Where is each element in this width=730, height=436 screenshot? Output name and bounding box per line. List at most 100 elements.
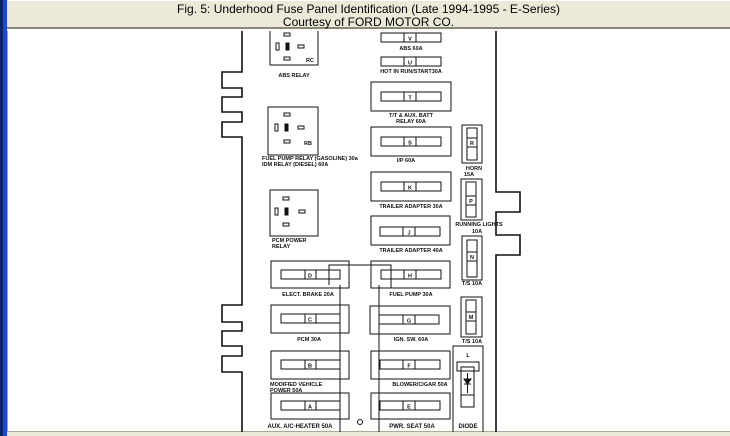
- diagram-label: T/S 10A: [462, 339, 482, 345]
- diagram-shape: [403, 269, 417, 280]
- diagram-shape: [402, 226, 416, 237]
- diagram-label: C: [308, 318, 312, 324]
- diagram-shape: [284, 207, 289, 216]
- diagram-shape: [297, 125, 305, 130]
- fuse-r: R HORN 15A: [461, 124, 483, 178]
- diagram-label: BLOWER/CIGAR 50A: [392, 382, 447, 388]
- diagram-shape: [274, 207, 279, 216]
- diagram-label: D: [308, 274, 312, 280]
- figure-caption: Fig. 5: Underhood Fuse Panel Identificat…: [7, 0, 730, 29]
- abs-relay: RC ABS RELAY: [269, 31, 319, 79]
- diagram-shape: [463, 373, 472, 393]
- diagram-shape: [283, 112, 291, 117]
- diagram-shape: [270, 350, 350, 380]
- diagram-label: 15A: [464, 172, 474, 178]
- diagram-label: K: [408, 186, 412, 192]
- fuse-k: K TRAILER ADAPTER 30A: [370, 171, 452, 210]
- diagram-shape: [270, 392, 350, 420]
- mounting-hole: [357, 419, 363, 425]
- background-window-edge: [0, 0, 3, 436]
- fuse-a: A AUX. A/C-HEATER 50A: [267, 392, 350, 430]
- diagram-shape: [269, 31, 319, 66]
- diagram-label: TRAILER ADAPTER 40A: [379, 248, 442, 254]
- diagram-label: PCM 30A: [297, 337, 321, 343]
- diagram-label: L: [466, 353, 470, 359]
- fuse-d: D ELECT. BRAKE 20A: [270, 260, 350, 298]
- diagram-label: 10A: [472, 229, 482, 235]
- diagram-shape: [403, 32, 417, 43]
- bottom-edge: [7, 431, 730, 436]
- diagram-shape: [370, 215, 451, 246]
- diagram-shape: [304, 269, 317, 280]
- diagram-label: IDM RELAY (DIESEL) 60A: [262, 162, 328, 168]
- diagram-label: F: [407, 364, 411, 370]
- diagram-shape: [284, 123, 289, 132]
- diagram-label: HORN: [466, 166, 482, 172]
- diagram-shape: [460, 178, 483, 221]
- diagram-label: RUNNING LIGHTS: [455, 222, 503, 228]
- fuse-s: S I/P 60A: [370, 126, 452, 164]
- abs-relay-code: RC: [306, 58, 314, 64]
- figure-credit: Courtesy of FORD MOTOR CO.: [282, 15, 455, 29]
- fuse-f: F BLOWER/CIGAR 50A: [370, 350, 451, 388]
- diagram-shape: [304, 359, 317, 370]
- fuse-g: G IGN. SW. 60A: [369, 305, 451, 343]
- fuse-n: N T/S 10A: [461, 235, 483, 287]
- diagram-shape: [304, 313, 317, 324]
- diagram-shape: [466, 251, 478, 262]
- diode-label: DIODE: [458, 424, 477, 430]
- panel-outline-right: [495, 31, 521, 432]
- diagram-label: A: [308, 405, 312, 411]
- diagram-shape: [304, 400, 317, 411]
- diagram-shape: [369, 305, 451, 335]
- diagram-label: IGN. SW. 60A: [394, 337, 429, 343]
- diagram-label: FUEL PUMP RELAY (GASOLINE) 30a: [262, 156, 359, 162]
- diagram-shape: [370, 260, 451, 289]
- diagram-label: TRAILER ADAPTER 30A: [379, 204, 442, 210]
- diagram-label: POWER 50A: [270, 388, 302, 394]
- diagram-shape: [370, 392, 451, 420]
- diagram-shape: [370, 81, 452, 112]
- diagram-shape: [466, 137, 478, 148]
- diagram-shape: [269, 189, 319, 237]
- diagram-shape: RC ABS RELAY V ABS 60A U HOT IN RUN/STAR…: [221, 31, 521, 432]
- diagram-shape: [283, 56, 291, 61]
- diagram-shape: [282, 222, 290, 227]
- diagram-label: E: [407, 405, 411, 411]
- fuse-e-label: PWR. SEAT 50A: [389, 424, 435, 430]
- diagram-label: J: [407, 231, 410, 237]
- diagram-shape: [460, 296, 483, 338]
- window-border: [3, 0, 7, 436]
- diagram-shape: [403, 91, 417, 102]
- wire-overlay: [328, 264, 392, 432]
- fuse-v: V ABS 60A: [380, 32, 442, 52]
- fuse-j: J TRAILER ADAPTER 40A: [370, 215, 451, 254]
- diagram-shape: [402, 400, 416, 411]
- fuse-p: P RUNNING LIGHTS 10A: [455, 178, 503, 235]
- diagram-label: T/S 10A: [462, 281, 482, 287]
- diagram-shape: [456, 361, 480, 372]
- diagram-label: I/P 60A: [397, 158, 415, 164]
- diagram-shape: [274, 123, 279, 132]
- diagram-shape: [283, 32, 291, 37]
- fuel-pump-relay: RB FUEL PUMP RELAY (GASOLINE) 30a IDM RE…: [262, 106, 359, 168]
- diagram-shape: [465, 195, 477, 206]
- fuse-h: H FUEL PUMP 30A: [370, 260, 451, 298]
- fuse-m: M T/S 10A: [460, 296, 483, 345]
- diagram-label: V: [408, 37, 412, 43]
- diagram-label: P: [469, 199, 473, 205]
- diagram-label: RELAY 60A: [396, 119, 426, 125]
- abs-relay-label: ABS RELAY: [278, 73, 310, 79]
- fuse-u-label: HOT IN RUN/START30A: [380, 69, 442, 75]
- diagram-shape: [461, 124, 483, 164]
- diagram-label: U: [408, 61, 412, 67]
- image-viewport: [7, 31, 730, 432]
- diagram-shape: [267, 106, 319, 156]
- diagram-shape: [370, 126, 452, 157]
- diagram-label: H: [408, 274, 412, 280]
- diagram-shape: [285, 42, 290, 51]
- diagram-shape: [403, 136, 417, 147]
- diagram-shape: [402, 359, 416, 370]
- diagram-shape: [452, 345, 484, 432]
